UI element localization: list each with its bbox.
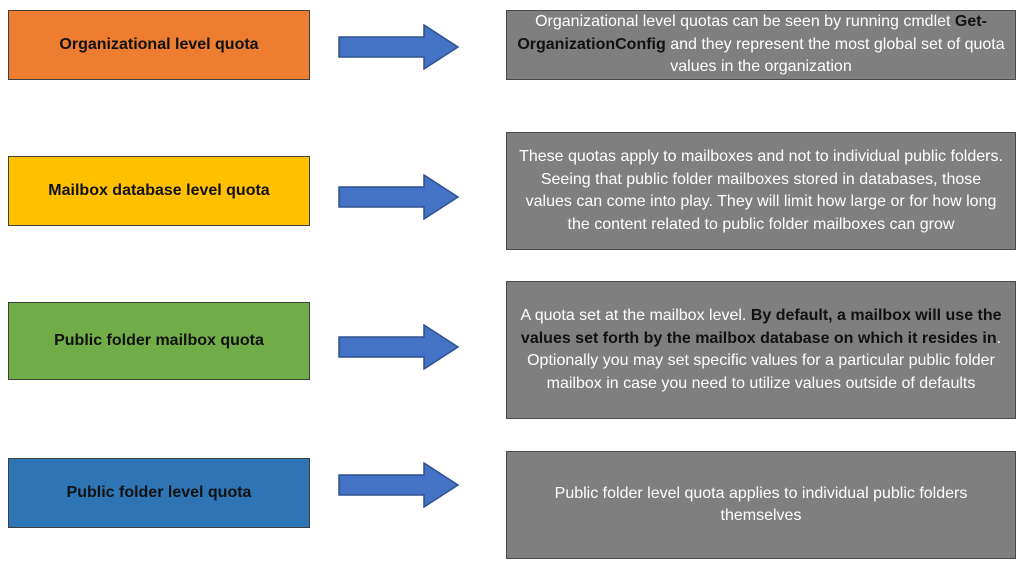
public-folder-mailbox-quota-label: Public folder mailbox quota xyxy=(54,332,264,349)
desc-text: . Optionally you may set specific values… xyxy=(527,329,1002,392)
mailbox-database-quota-box: Mailbox database level quota xyxy=(8,156,310,226)
desc-text: Organizational level quotas can be seen … xyxy=(535,13,955,31)
cmdlet-name: Get-OrganizationConfig xyxy=(517,13,987,53)
desc-text: Public folder level quota applies to ind… xyxy=(554,484,968,525)
mailbox-database-quota-label: Mailbox database level quota xyxy=(48,182,270,199)
desc-bold-text: By default, a mailbox will use the value… xyxy=(520,307,1002,347)
public-folder-mailbox-quota-box: Public folder mailbox quota xyxy=(8,302,310,380)
public-folder-level-quota-label: Public folder level quota xyxy=(66,484,252,501)
public-folder-mailbox-quota-description: A quota set at the mailbox level. By def… xyxy=(506,281,1016,419)
desc-text: These quotas apply to mailboxes and not … xyxy=(519,148,1003,233)
right-arrow-icon xyxy=(338,324,460,370)
organizational-quota-label: Organizational level quota xyxy=(59,36,259,53)
public-folder-level-quota-box: Public folder level quota xyxy=(8,458,310,528)
desc-text: and they represent the most global set o… xyxy=(665,35,1005,76)
organizational-quota-box: Organizational level quota xyxy=(8,10,310,80)
right-arrow-icon xyxy=(338,462,460,508)
public-folder-level-quota-description: Public folder level quota applies to ind… xyxy=(506,451,1016,559)
right-arrow-icon xyxy=(338,24,460,70)
mailbox-database-quota-description: These quotas apply to mailboxes and not … xyxy=(506,132,1016,250)
organizational-quota-description: Organizational level quotas can be seen … xyxy=(506,10,1016,80)
right-arrow-icon xyxy=(338,174,460,220)
desc-text: A quota set at the mailbox level. xyxy=(520,307,751,324)
